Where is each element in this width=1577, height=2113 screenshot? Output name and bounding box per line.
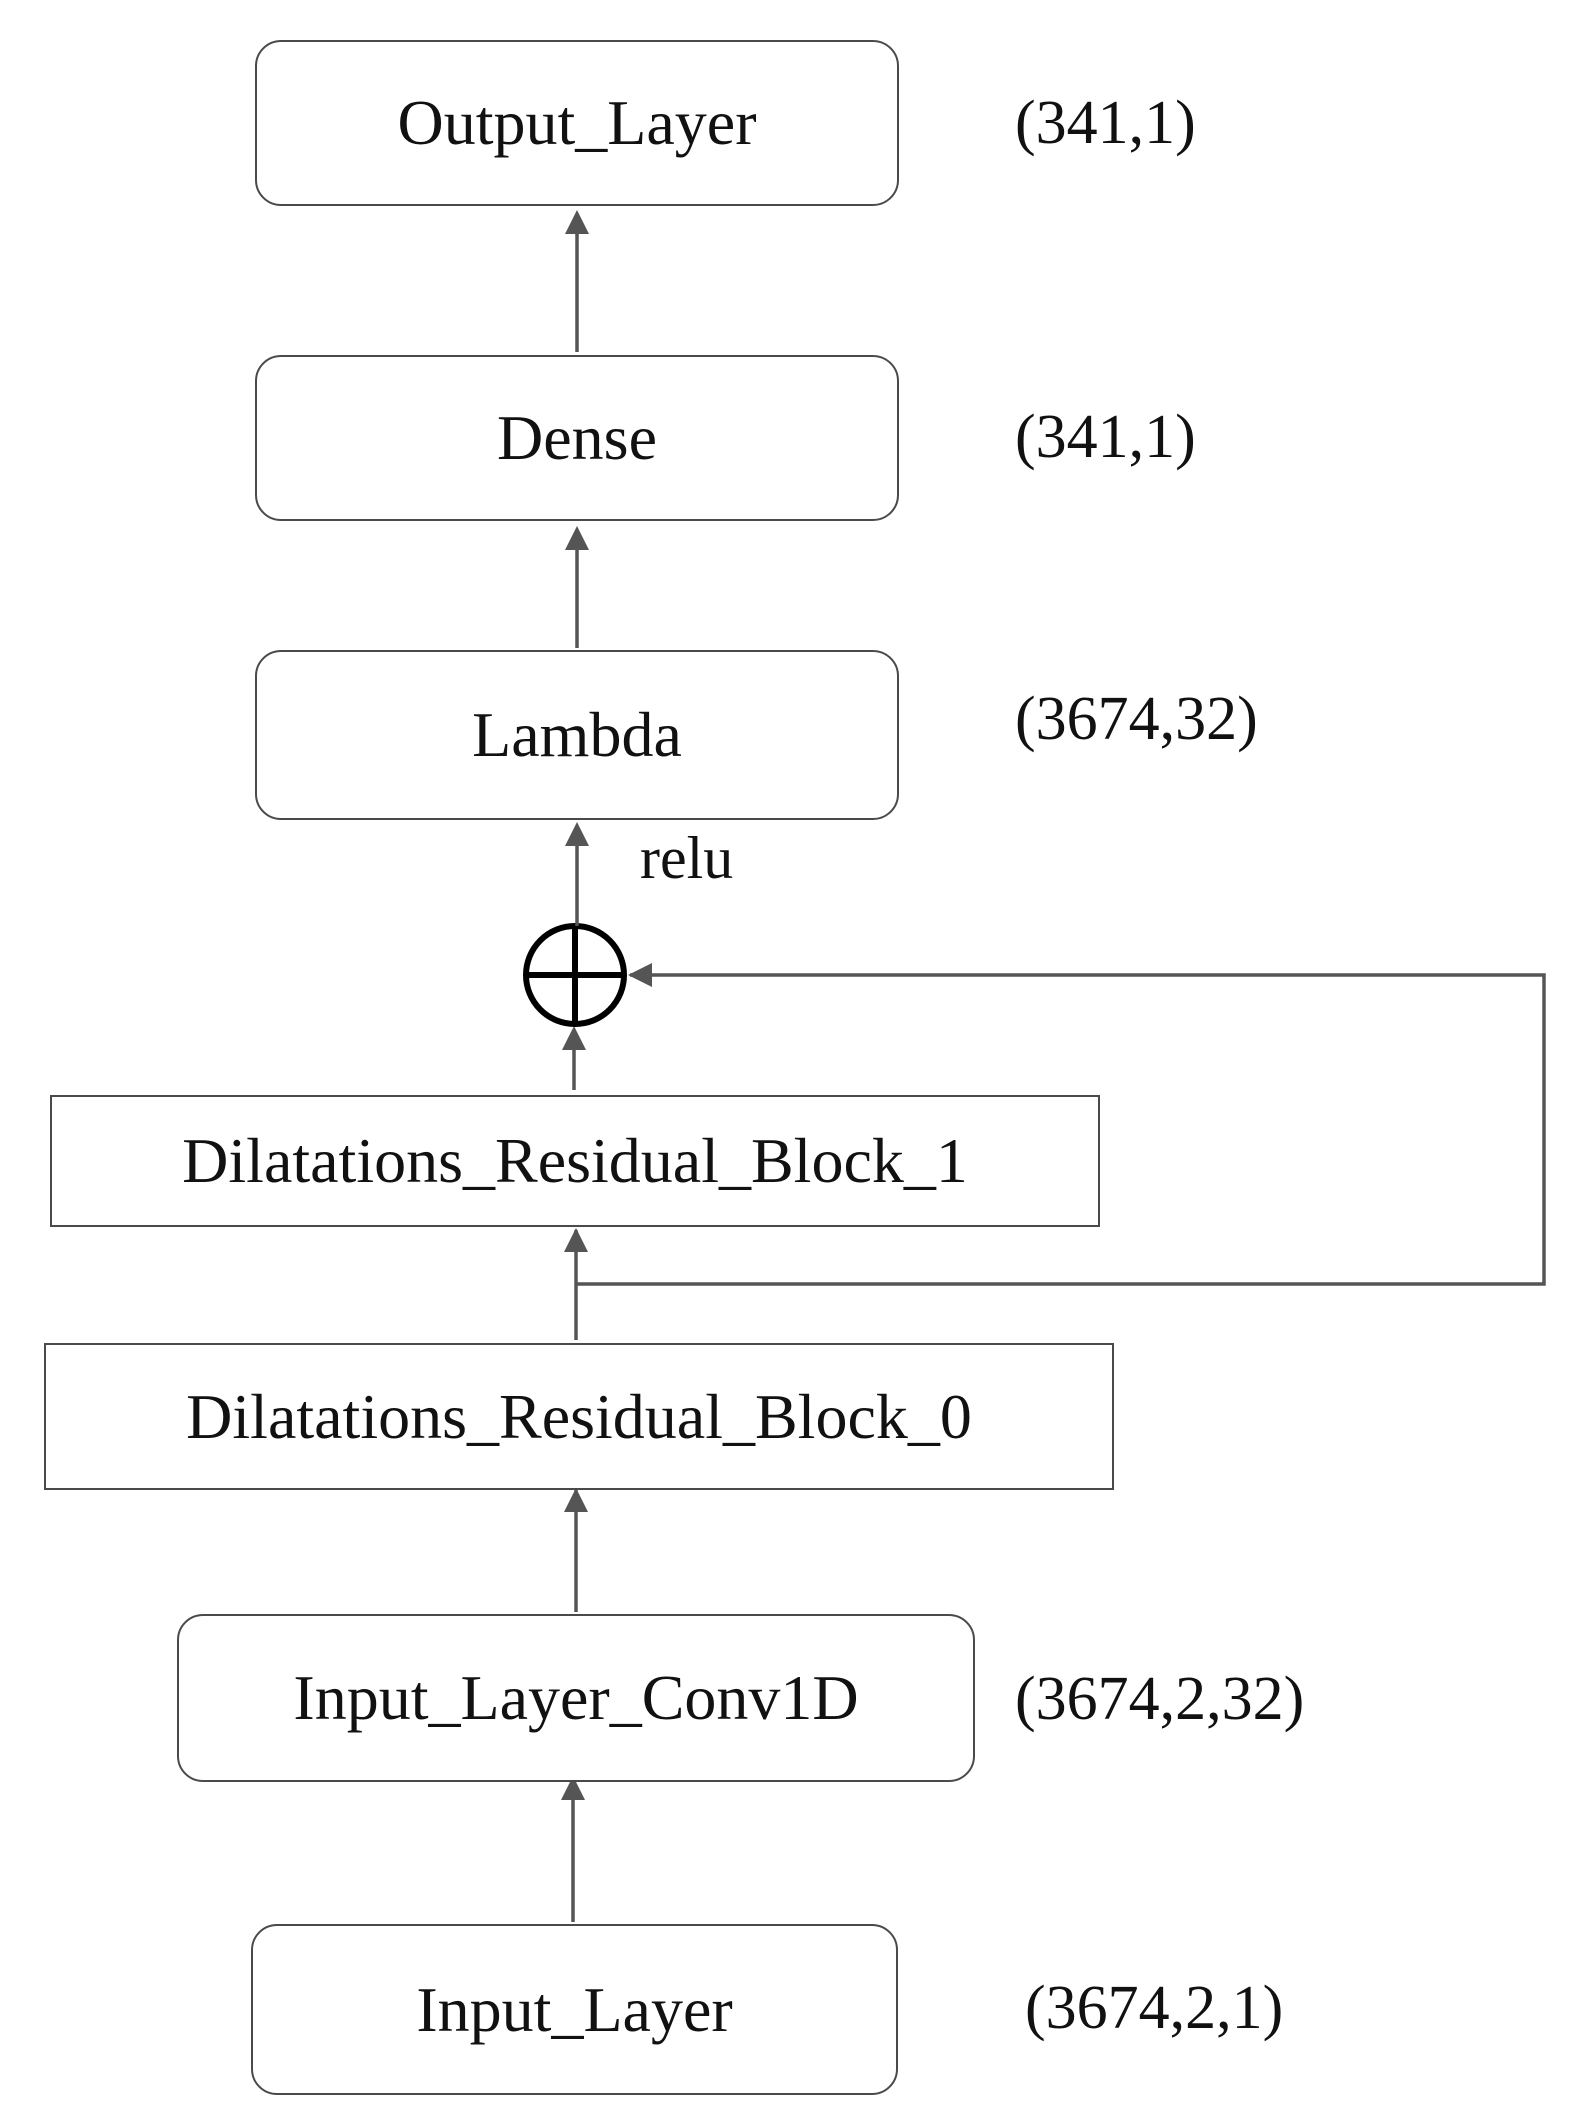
lambda-node: Lambda	[255, 650, 899, 820]
output-layer-node: Output_Layer	[255, 40, 899, 206]
arrowhead-icon	[628, 963, 652, 987]
input-layer-shape: (3674,2,1)	[1025, 1974, 1284, 2042]
arrowhead-icon	[562, 1026, 586, 1050]
arrowhead-icon	[565, 210, 589, 234]
arrowhead-icon	[565, 526, 589, 550]
circled-plus-icon	[523, 923, 627, 1027]
lambda-label: Lambda	[472, 699, 682, 770]
arrowhead-icon	[561, 1776, 585, 1800]
input-conv1d-label: Input_Layer_Conv1D	[293, 1662, 859, 1733]
lambda-shape: (3674,32)	[1015, 685, 1258, 753]
dense-shape: (341,1)	[1015, 403, 1196, 471]
input-layer-node: Input_Layer	[251, 1924, 898, 2095]
block-1-label: Dilatations_Residual_Block_1	[182, 1125, 968, 1196]
arrowhead-icon	[564, 1488, 588, 1512]
dense-label: Dense	[497, 402, 657, 473]
input-layer-conv1d-node: Input_Layer_Conv1D	[177, 1614, 975, 1782]
output-layer-label: Output_Layer	[397, 87, 757, 158]
arrowhead-icon	[565, 822, 589, 846]
dilatations-residual-block-1-node: Dilatations_Residual_Block_1	[50, 1095, 1100, 1227]
input-conv1d-shape: (3674,2,32)	[1015, 1665, 1305, 1733]
output-layer-shape: (341,1)	[1015, 89, 1196, 157]
skip-connection	[576, 973, 1546, 1286]
dense-node: Dense	[255, 355, 899, 521]
block-0-label: Dilatations_Residual_Block_0	[186, 1380, 972, 1452]
dilatations-residual-block-0-node: Dilatations_Residual_Block_0	[44, 1343, 1114, 1490]
relu-edge-label: relu	[640, 825, 734, 891]
input-layer-label: Input_Layer	[416, 1973, 733, 2045]
arrowhead-icon	[564, 1228, 588, 1252]
